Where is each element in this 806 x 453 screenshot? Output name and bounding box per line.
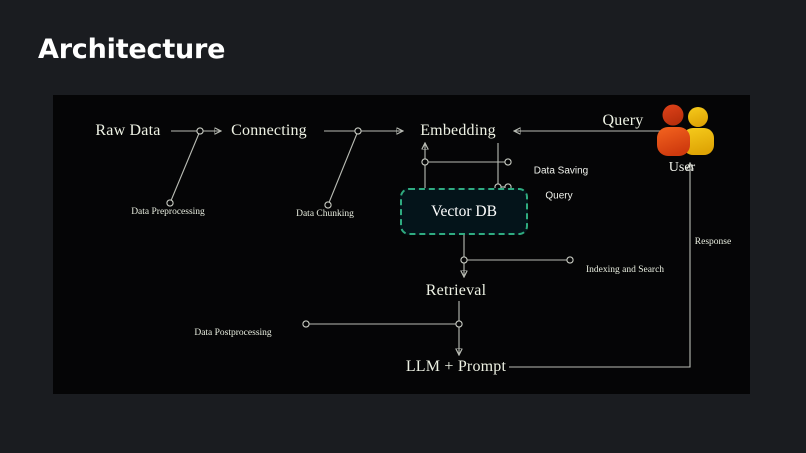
dot-datasaving-right <box>504 158 512 166</box>
architecture-diagram-panel: Vector DB Raw Data Connecting Embedding … <box>53 95 750 394</box>
annotation-query-side: Query <box>545 190 573 202</box>
user-label: User <box>668 160 696 175</box>
node-retrieval: Retrieval <box>425 282 487 299</box>
node-raw-data: Raw Data <box>95 122 161 139</box>
annotation-data-saving: Data Saving <box>533 165 589 177</box>
annotation-indexing-and-search: Indexing and Search <box>585 265 665 275</box>
dot-postprocessing-left <box>302 320 310 328</box>
dot-datasaving-left <box>421 158 429 166</box>
wire-preprocessing-branch <box>169 130 201 204</box>
node-connecting: Connecting <box>231 122 307 139</box>
page-title: Architecture <box>38 34 226 65</box>
annotation-data-preprocessing: Data Preprocessing <box>131 207 205 217</box>
annotation-data-postprocessing: Data Postprocessing <box>194 328 272 338</box>
vector-db-box <box>400 188 528 235</box>
annotation-response: Response <box>694 237 732 247</box>
wire-response-to-user <box>509 163 690 368</box>
dot-indexing-right <box>566 256 574 264</box>
dot-indexing-left <box>460 256 468 264</box>
dot-preprocessing <box>166 199 174 207</box>
diagram-connectors <box>166 104 714 368</box>
vector-db-label: Vector DB <box>431 203 497 220</box>
node-embedding: Embedding <box>420 122 496 139</box>
dot-chunking <box>324 201 332 209</box>
dot-rawdata-branch <box>196 127 204 135</box>
annotation-data-chunking: Data Chunking <box>296 209 354 219</box>
users-group-icon <box>657 104 714 156</box>
node-llm-prompt: LLM + Prompt <box>405 358 507 375</box>
dot-postprocessing-right <box>455 320 463 328</box>
wire-chunking-branch <box>327 130 359 206</box>
dot-connecting-branch <box>354 127 362 135</box>
node-query-top: Query <box>602 112 644 129</box>
